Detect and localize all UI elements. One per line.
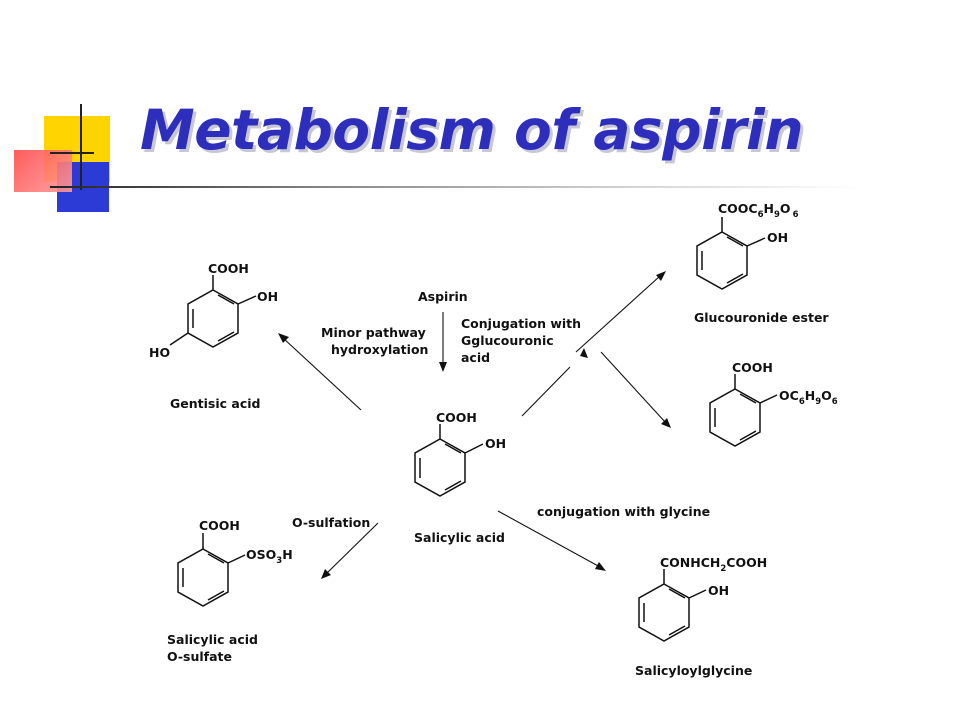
salicylic-cooh: COOH (436, 410, 477, 425)
glucouronide-ester-arrow (521, 271, 666, 417)
hydroxyl-bond (746, 237, 766, 247)
conjugation-glucouronic-line1: Conjugation with (461, 316, 581, 331)
aromatic-inner-bond (726, 236, 744, 247)
page-title: Metabolism of aspirin (140, 98, 804, 162)
salicyloylglycine-structure: CONHCH2COOH OH Salicyloylglycine (635, 555, 767, 678)
aromatic-inner-bond (217, 331, 235, 342)
conjugation-glucouronic-line3: acid (461, 350, 490, 365)
sulfate-label-line1: Salicylic acid (167, 632, 258, 647)
aromatic-inner-bond (444, 443, 462, 454)
aromatic-inner-bond (668, 588, 686, 599)
salicyloylglycine-label: Salicyloylglycine (635, 663, 752, 678)
title-rule (50, 186, 860, 188)
benzene-ring (638, 583, 690, 642)
aromatic-inner-bond (739, 393, 757, 404)
hydroxyl-bond (464, 443, 484, 454)
minor-pathway-label: Minor pathway (321, 325, 426, 340)
glucouronide-ester-label: Glucouronide ester (694, 310, 829, 325)
ether-bond (759, 394, 778, 404)
gentisic-ho: HO (149, 345, 170, 360)
salicylic-acid-structure: COOH OH Salicylic acid (414, 410, 506, 545)
sulfate-cooh: COOH (199, 518, 240, 533)
decor-red-square (14, 150, 72, 192)
benzene-ring (696, 231, 748, 290)
aromatic-inner-bond (207, 590, 225, 601)
hydroxylation-label: hydroxylation (331, 342, 428, 357)
o-sulfation-label: O-sulfation (292, 515, 370, 530)
gentisic-cooh: COOH (208, 261, 249, 276)
benzene-ring (177, 548, 229, 607)
benzene-ring (187, 289, 239, 348)
aromatic-inner-bond (207, 553, 225, 564)
glucouronide-ether-arrow (580, 348, 671, 428)
glycine-oh: OH (708, 583, 729, 598)
o-sulfation-arrow (321, 522, 379, 579)
sulfate-formula: OSO3H (246, 547, 293, 566)
decor-vertical-line (80, 104, 82, 190)
gentisic-acid-structure: COOH OH HO Gentisic acid (149, 261, 278, 411)
aromatic-inner-bond (726, 273, 744, 284)
glycine-conjugation-arrow (497, 510, 606, 571)
aromatic-inner-bond (217, 294, 235, 305)
aromatic-inner-bond (444, 480, 462, 491)
aromatic-inner-bond (668, 625, 686, 636)
sulfate-label-line2: O-sulfate (167, 649, 232, 664)
conjugation-glucouronic-line2: Gglucouronic (461, 333, 554, 348)
gluc-ether-cooh: COOH (732, 360, 773, 375)
gluc-ether-formula: OC6H9O6 (779, 388, 838, 407)
hydroxyl-bond-2 (169, 332, 189, 346)
glycine-formula: CONHCH2COOH (660, 555, 767, 574)
glucouronide-ether-structure: COOH OC6H9O6 (709, 360, 838, 447)
aspirin-arrow (439, 312, 447, 372)
benzene-ring (414, 438, 466, 497)
hydroxyl-bond (237, 295, 257, 305)
salicylic-acid-label: Salicylic acid (414, 530, 505, 545)
hydroxylation-arrow (278, 333, 362, 411)
hydroxyl-bond (688, 589, 707, 599)
salicylic-oh: OH (485, 436, 506, 451)
aromatic-inner-bond (739, 430, 757, 441)
glycine-conjugation-label: conjugation with glycine (537, 504, 710, 519)
benzene-ring (709, 388, 761, 447)
sulfate-bond (227, 554, 246, 564)
gluc-ester-oh: OH (767, 230, 788, 245)
aspirin-label: Aspirin (418, 289, 468, 304)
decor-horizontal-line (50, 152, 94, 154)
gentisic-oh: OH (257, 289, 278, 304)
gentisic-acid-label: Gentisic acid (170, 396, 260, 411)
salicylic-sulfate-structure: COOH OSO3H Salicylic acid O-sulfate (167, 518, 293, 664)
